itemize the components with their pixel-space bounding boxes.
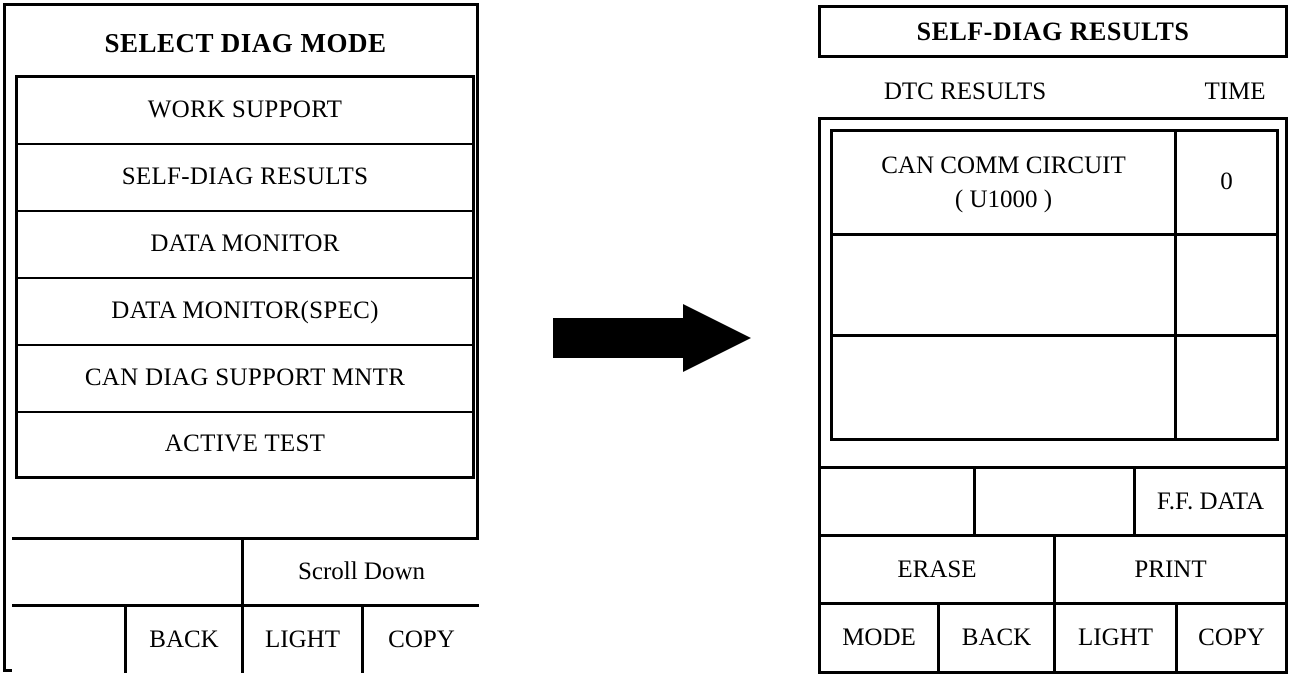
right-mode-button[interactable]: MODE: [821, 605, 940, 671]
table-row[interactable]: [833, 236, 1276, 337]
left-back-button[interactable]: BACK: [127, 607, 244, 673]
ff-data-row: F.F. DATA: [821, 466, 1285, 535]
dtc-name-cell: [833, 337, 1177, 438]
scroll-down-button[interactable]: Scroll Down: [244, 540, 479, 604]
dtc-name-cell: CAN COMM CIRCUIT ( U1000 ): [833, 132, 1177, 233]
dtc-time-cell: [1177, 236, 1276, 334]
results-frame: CAN COMM CIRCUIT ( U1000 ) 0: [818, 117, 1288, 674]
dtc-results-table: CAN COMM CIRCUIT ( U1000 ) 0: [830, 129, 1279, 441]
table-row[interactable]: CAN COMM CIRCUIT ( U1000 ) 0: [833, 132, 1276, 236]
menu-item-can-diag-support-mntr[interactable]: CAN DIAG SUPPORT MNTR: [18, 346, 472, 413]
right-screen-title: SELF-DIAG RESULTS: [818, 5, 1288, 58]
arrow-right-icon: [553, 304, 751, 372]
menu-item-work-support[interactable]: WORK SUPPORT: [18, 78, 472, 145]
column-header-dtc-results: DTC RESULTS: [835, 75, 1095, 109]
self-diag-results-screen: SELF-DIAG RESULTS DTC RESULTS TIME CAN C…: [815, 3, 1291, 674]
ff-row-blank-left: [821, 469, 976, 535]
left-light-button[interactable]: LIGHT: [244, 607, 364, 673]
right-light-button[interactable]: LIGHT: [1056, 605, 1178, 671]
flow-arrow: [553, 304, 751, 372]
select-diag-mode-screen: SELECT DIAG MODE WORK SUPPORT SELF-DIAG …: [3, 3, 479, 673]
right-back-button[interactable]: BACK: [940, 605, 1056, 671]
right-copy-button[interactable]: COPY: [1178, 605, 1285, 671]
table-row[interactable]: [833, 337, 1276, 438]
left-scroll-row-blank: [12, 540, 244, 604]
column-header-time: TIME: [1180, 75, 1290, 109]
menu-item-self-diag-results[interactable]: SELF-DIAG RESULTS: [18, 145, 472, 212]
menu-item-data-monitor-spec[interactable]: DATA MONITOR(SPEC): [18, 279, 472, 346]
ff-row-blank-middle: [976, 469, 1136, 535]
erase-print-row: ERASE PRINT: [821, 534, 1285, 603]
right-bottom-bar: MODE BACK LIGHT COPY: [821, 602, 1285, 671]
diag-mode-menu-list: WORK SUPPORT SELF-DIAG RESULTS DATA MONI…: [15, 75, 475, 479]
print-button[interactable]: PRINT: [1056, 537, 1285, 603]
left-screen-title: SELECT DIAG MODE: [16, 14, 475, 72]
dtc-name-line2: ( U1000 ): [954, 185, 1053, 213]
left-bottom-blank-button: [12, 607, 127, 673]
menu-item-active-test[interactable]: ACTIVE TEST: [18, 413, 472, 476]
menu-item-data-monitor[interactable]: DATA MONITOR: [18, 212, 472, 279]
left-bottom-bar: BACK LIGHT COPY: [12, 604, 479, 673]
erase-button[interactable]: ERASE: [821, 537, 1056, 603]
left-scroll-row: Scroll Down: [12, 537, 479, 604]
dtc-name-cell: [833, 236, 1177, 334]
left-copy-button[interactable]: COPY: [364, 607, 479, 673]
dtc-time-cell: 0: [1177, 132, 1276, 233]
dtc-time-cell: [1177, 337, 1276, 438]
dtc-name-line1: CAN COMM CIRCUIT: [881, 151, 1126, 179]
ff-data-button[interactable]: F.F. DATA: [1136, 469, 1285, 535]
